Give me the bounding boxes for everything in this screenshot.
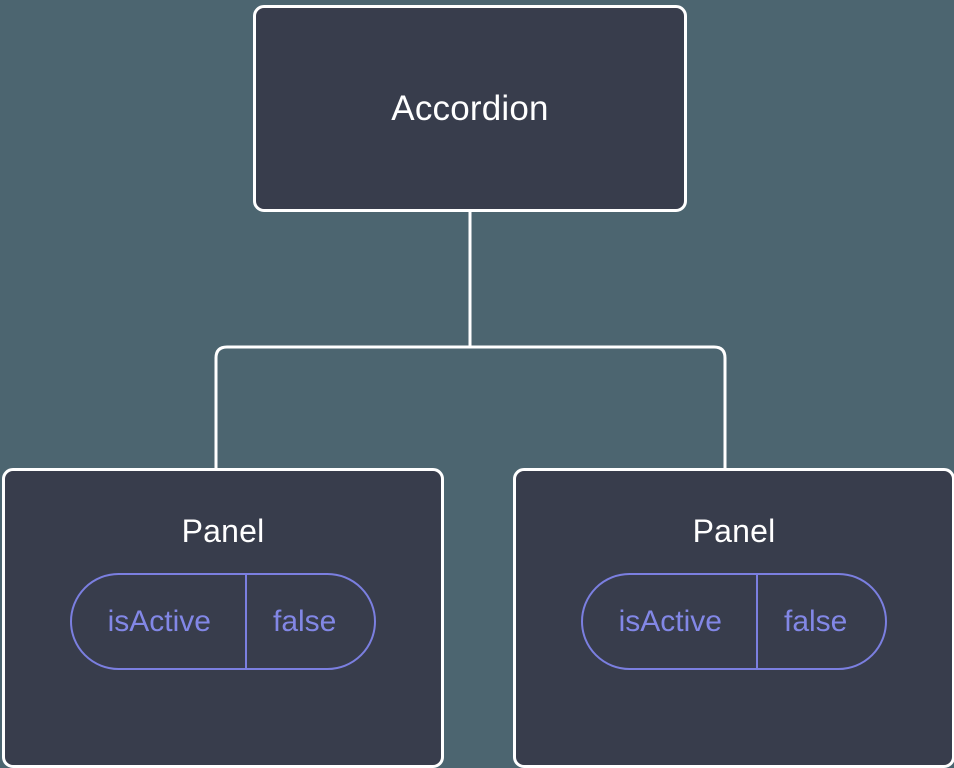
state-key-label: isActive bbox=[107, 604, 211, 638]
connector-branch-bus bbox=[214, 345, 727, 470]
node-accordion-title: Accordion bbox=[391, 89, 549, 128]
state-value-label: false bbox=[755, 575, 885, 668]
node-panel-1-title: Panel bbox=[181, 513, 265, 549]
node-panel-2[interactable]: Panel isActive false bbox=[513, 468, 954, 768]
state-value-label: false bbox=[244, 575, 374, 668]
component-tree-canvas: Accordion Panel isActive false Panel isA… bbox=[2, 5, 954, 768]
state-key-label: isActive bbox=[618, 604, 722, 638]
node-panel-2-title: Panel bbox=[692, 513, 776, 549]
state-pill-panel-1[interactable]: isActive false bbox=[69, 573, 377, 670]
node-accordion[interactable]: Accordion bbox=[253, 5, 687, 212]
state-pill-panel-2[interactable]: isActive false bbox=[580, 573, 888, 670]
node-panel-1[interactable]: Panel isActive false bbox=[2, 468, 444, 768]
